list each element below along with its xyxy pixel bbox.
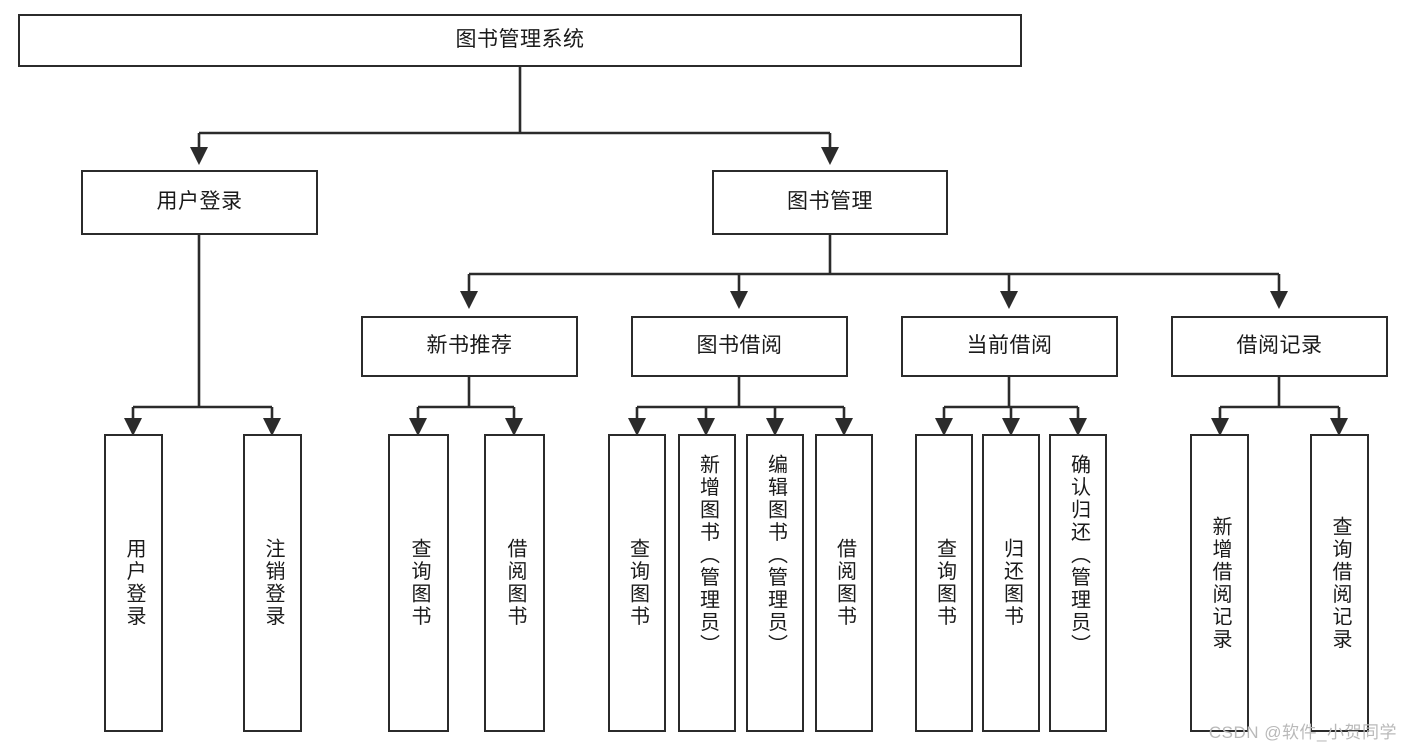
- leaf-bookborrow-add-book-admin[interactable]: 新增图书（管理员）: [678, 434, 736, 732]
- leaf-user-login-login[interactable]: 用户登录: [104, 434, 163, 732]
- leaf-label: 查询图书: [626, 538, 649, 628]
- node-label: 图书管理: [787, 190, 873, 214]
- leaf-bookborrow-query-book[interactable]: 查询图书: [608, 434, 666, 732]
- leaf-label: 编辑图书（管理员）: [764, 454, 787, 657]
- leaf-label: 新增借阅记录: [1209, 515, 1231, 651]
- node-current-borrow[interactable]: 当前借阅: [901, 316, 1118, 377]
- bookmanage-to-level3-connectors: [459, 235, 1289, 310]
- borrowrecord-to-leaf-connectors: [1210, 377, 1349, 437]
- node-book-borrow[interactable]: 图书借阅: [631, 316, 848, 377]
- leaf-label: 确认归还（管理员）: [1067, 454, 1090, 657]
- node-label: 借阅记录: [1236, 334, 1323, 358]
- node-label: 图书管理系统: [455, 28, 585, 52]
- node-borrow-record[interactable]: 借阅记录: [1171, 316, 1388, 377]
- leaf-label: 借阅图书: [504, 538, 526, 628]
- leaf-currentborrow-query-book[interactable]: 查询图书: [915, 434, 973, 732]
- leaf-label: 新增图书（管理员）: [696, 454, 719, 657]
- leaf-label: 注销登录: [262, 538, 284, 628]
- leaf-user-login-logout[interactable]: 注销登录: [243, 434, 302, 732]
- bookborrow-to-leaf-connectors: [627, 377, 854, 437]
- node-label: 用户登录: [156, 190, 243, 214]
- node-label: 新书推荐: [426, 334, 513, 358]
- leaf-currentborrow-return-book[interactable]: 归还图书: [982, 434, 1040, 732]
- leaf-label: 归还图书: [1000, 538, 1023, 628]
- root-to-level2-connectors: [189, 67, 840, 166]
- leaf-borrowrecord-query-record[interactable]: 查询借阅记录: [1310, 434, 1369, 732]
- leaf-label: 查询图书: [933, 538, 956, 628]
- leaf-newbook-query-book[interactable]: 查询图书: [388, 434, 449, 732]
- leaf-bookborrow-edit-book-admin[interactable]: 编辑图书（管理员）: [746, 434, 804, 732]
- leaf-label: 借阅图书: [833, 538, 856, 628]
- node-label: 当前借阅: [966, 334, 1053, 358]
- node-label: 图书借阅: [696, 334, 783, 358]
- leaf-borrowrecord-add-record[interactable]: 新增借阅记录: [1190, 434, 1249, 732]
- newbook-to-leaf-connectors: [408, 377, 524, 437]
- userlogin-to-leaf-connectors: [123, 235, 282, 437]
- leaf-label: 用户登录: [123, 538, 145, 628]
- node-user-login[interactable]: 用户登录: [81, 170, 318, 235]
- watermark-text: CSDN @软件_小贺同学: [1208, 723, 1397, 742]
- currentborrow-to-leaf-connectors: [934, 377, 1088, 437]
- leaf-bookborrow-borrow-book[interactable]: 借阅图书: [815, 434, 873, 732]
- leaf-newbook-borrow-book[interactable]: 借阅图书: [484, 434, 545, 732]
- leaf-label: 查询借阅记录: [1329, 515, 1351, 651]
- leaf-currentborrow-confirm-return-admin[interactable]: 确认归还（管理员）: [1049, 434, 1107, 732]
- node-root-system[interactable]: 图书管理系统: [18, 14, 1022, 67]
- node-new-book-recommend[interactable]: 新书推荐: [361, 316, 578, 377]
- node-book-manage[interactable]: 图书管理: [712, 170, 948, 235]
- leaf-label: 查询图书: [408, 538, 430, 628]
